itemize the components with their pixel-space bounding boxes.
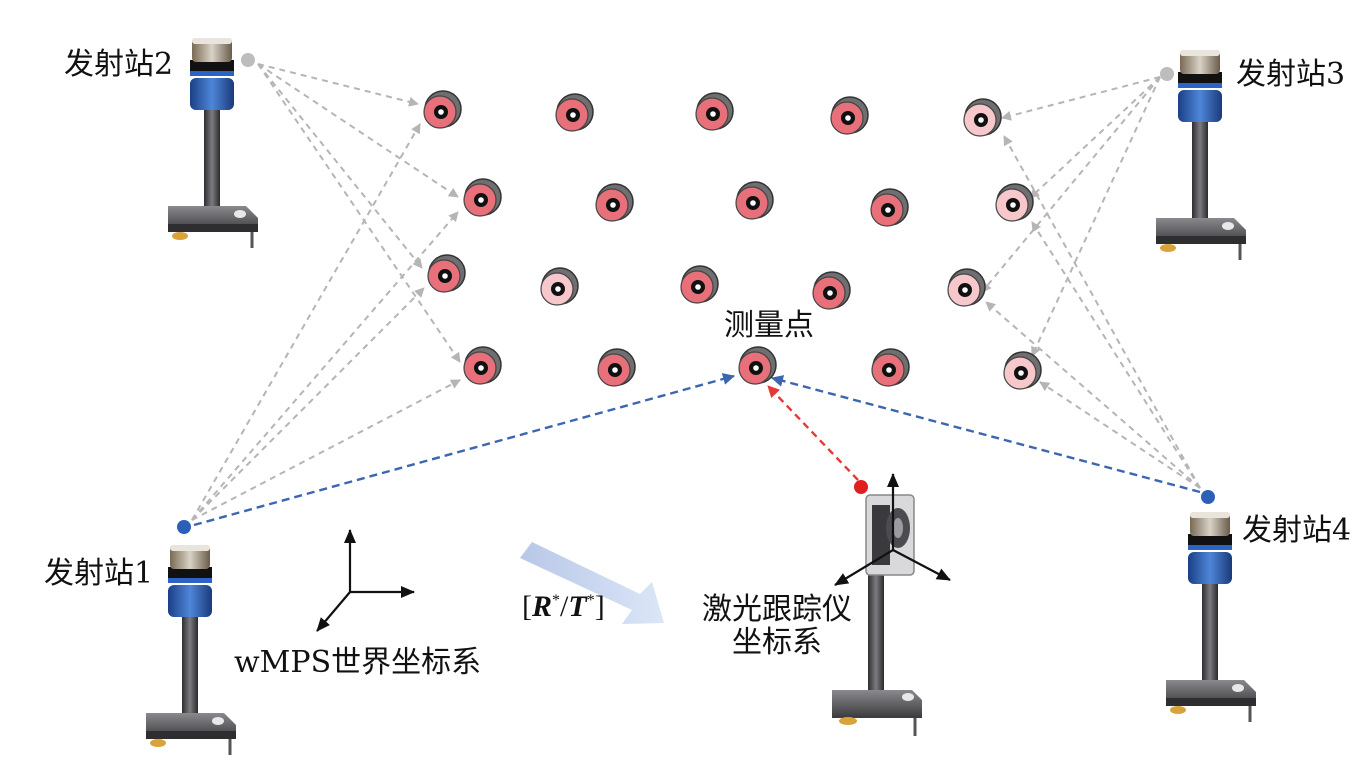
transform-r-star: * xyxy=(552,592,561,609)
gray-beam-arrow xyxy=(257,63,423,269)
station-3 xyxy=(1154,48,1248,262)
transform-arrow-icon xyxy=(520,542,664,624)
gray-beam-arrow xyxy=(191,287,425,521)
tracker-frame-label-line2: 坐标系 xyxy=(732,625,822,660)
station-1 xyxy=(144,543,238,757)
measurement-point-label: 测量点 xyxy=(724,308,814,343)
gray-beam-arrow xyxy=(191,211,459,521)
station-4-beacon xyxy=(1201,490,1215,504)
spherical-target-icon xyxy=(595,183,634,222)
station-2 xyxy=(166,36,260,250)
spherical-target-icon xyxy=(738,346,777,385)
spherical-target-icon xyxy=(871,348,910,387)
blue-beam-arrows xyxy=(193,373,1201,527)
gray-beam-arrow xyxy=(257,63,461,363)
station-2-beacon xyxy=(241,53,255,67)
blue-beam-arrow xyxy=(193,373,735,527)
red-laser-arrow xyxy=(767,385,859,481)
station-2-label: 发射站2 xyxy=(64,47,174,82)
station-3-label: 发射站3 xyxy=(1236,57,1346,92)
gray-beam-arrow xyxy=(985,301,1201,489)
gray-beam-arrows xyxy=(191,63,1201,521)
station-1-label: 发射站1 xyxy=(44,556,154,591)
spherical-target-icon xyxy=(680,265,719,304)
blue-beam-arrow xyxy=(771,375,1201,494)
gray-beam-arrow xyxy=(1001,76,1161,121)
wmps-transmitter-icon xyxy=(144,543,238,757)
gray-beam-arrow xyxy=(1031,221,1201,489)
transform-label: [R*/T*] xyxy=(522,590,605,623)
spherical-target-icon xyxy=(963,98,1002,137)
station-3-beacon xyxy=(1160,67,1174,81)
spherical-target-icon xyxy=(597,348,636,387)
world-frame-label: wMPS世界坐标系 xyxy=(234,645,482,680)
gray-beam-arrow xyxy=(1031,76,1161,357)
spherical-target-icon xyxy=(555,93,594,132)
spherical-target-icon xyxy=(870,188,909,227)
spherical-target-icon xyxy=(423,90,462,129)
spherical-target-icon xyxy=(463,178,502,217)
spherical-target-icon xyxy=(540,267,579,306)
gray-beam-arrow xyxy=(1029,76,1161,199)
red-laser-arrow xyxy=(767,385,859,481)
wmps-transmitter-icon xyxy=(166,36,260,250)
wmps-transmitter-icon xyxy=(1154,48,1248,262)
gray-beam-arrow xyxy=(257,63,419,107)
gray-beam-arrow xyxy=(1039,381,1201,489)
world-frame-axes-icon xyxy=(316,529,415,632)
spherical-target-icon xyxy=(947,268,986,307)
spherical-target-icon xyxy=(995,183,1034,222)
gray-beam-arrow xyxy=(1003,135,1201,489)
spherical-target-icon xyxy=(427,254,466,293)
station-1-beacon xyxy=(177,520,191,534)
tracker-frame-axes-icon xyxy=(834,473,951,586)
station-4-label: 发射站4 xyxy=(1242,513,1352,548)
target-grid xyxy=(423,90,1042,390)
gray-beam-arrow xyxy=(191,123,421,521)
spherical-target-icon xyxy=(735,181,774,220)
tracker-frame-label: 激光跟踪仪 坐标系 xyxy=(692,593,862,659)
spherical-target-icon xyxy=(463,346,502,385)
tracker-frame-label-line1: 激光跟踪仪 xyxy=(702,592,852,627)
spherical-target-icon xyxy=(695,92,734,131)
gray-beam-arrow xyxy=(257,63,459,198)
transform-r: R xyxy=(532,590,553,623)
transform-t: T xyxy=(568,590,587,623)
spherical-target-icon xyxy=(812,271,851,310)
gray-beam-arrow xyxy=(981,76,1161,293)
transform-t-star: * xyxy=(586,592,595,609)
tracker-laser-dot xyxy=(854,480,868,494)
spherical-target-icon xyxy=(1003,351,1042,390)
spherical-target-icon xyxy=(830,96,869,135)
